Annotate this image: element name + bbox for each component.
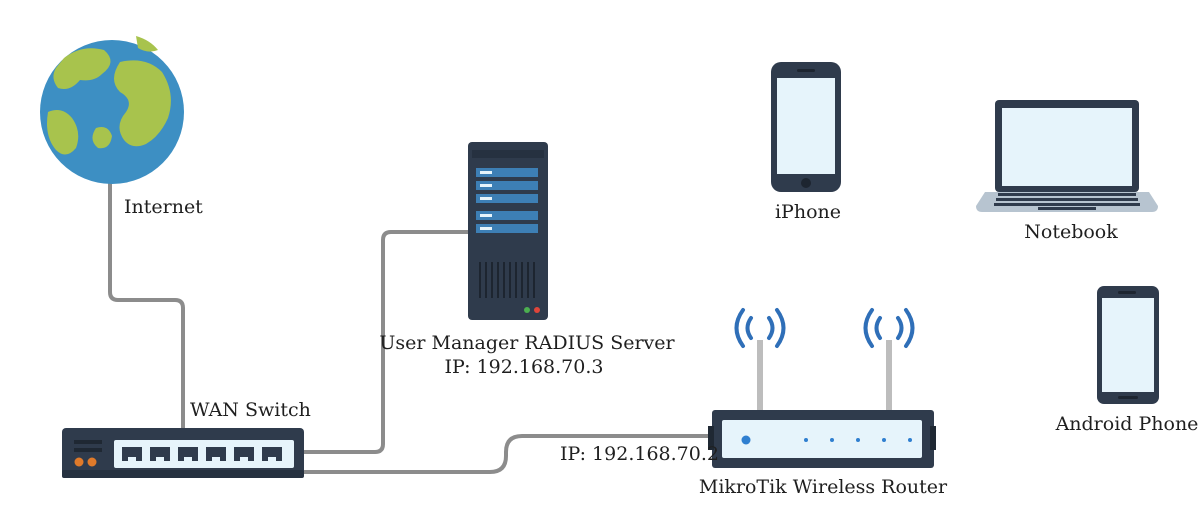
internet-label: Internet — [124, 196, 203, 218]
globe-icon — [40, 36, 184, 184]
wifi-icon — [863, 308, 915, 348]
wifi-icon — [734, 308, 786, 348]
router-name-label: MikroTik Wireless Router — [698, 476, 948, 498]
cable-switch-router — [302, 434, 714, 474]
phone-icon — [1097, 286, 1159, 404]
router-ip-label: IP: 192.168.70.2 — [560, 443, 719, 465]
wan-switch-label: WAN Switch — [190, 399, 311, 421]
laptop-icon — [976, 100, 1158, 212]
android-phone-label: Android Phone — [1055, 413, 1199, 435]
radius-server-name-label: User Manager RADIUS Server — [379, 332, 675, 354]
phone-icon — [771, 62, 841, 192]
cable-internet-switch — [108, 178, 185, 430]
server-icon — [468, 142, 548, 320]
cable-switch-server — [302, 230, 470, 454]
radius-server-ip-label: IP: 192.168.70.3 — [444, 356, 604, 378]
router-icon — [708, 340, 936, 468]
notebook-label: Notebook — [1024, 221, 1118, 243]
iphone-label: iPhone — [774, 201, 842, 223]
switch-icon — [62, 428, 304, 478]
